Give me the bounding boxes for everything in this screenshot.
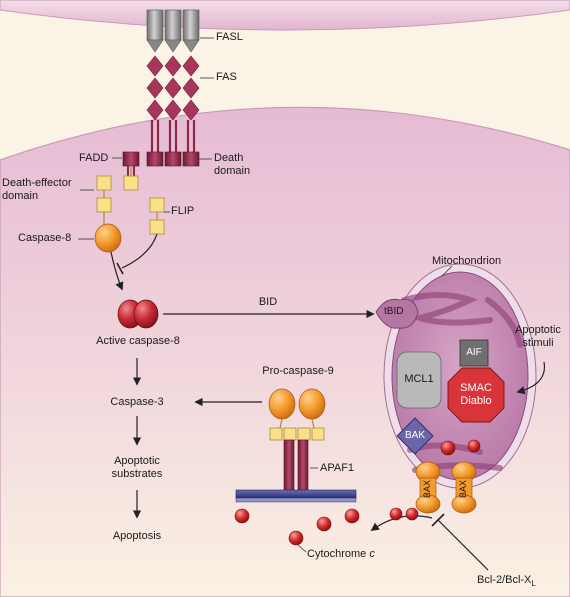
fas-stalks	[150, 120, 196, 152]
cytochrome-c-apoptosome	[234, 508, 360, 546]
fasl-trimer	[146, 9, 200, 53]
bcl2-inhibition-line	[437, 519, 489, 571]
label-pro-caspase-9: Pro-caspase-9	[262, 365, 334, 377]
label-fadd: FADD	[79, 152, 109, 164]
label-bax-right: BAX	[458, 479, 468, 498]
label-death-domain: Death domain	[214, 152, 251, 177]
cytochrome-c-mito	[440, 439, 481, 456]
smac-diablo	[447, 367, 505, 423]
caspase8-activation-arrow	[110, 251, 124, 291]
label-tbid: tBID	[384, 306, 404, 317]
death-domains	[122, 151, 200, 167]
label-death-effector-domain: Death-effector domain	[2, 177, 72, 202]
mcl1	[396, 351, 442, 409]
flip-inhibition-line	[121, 233, 158, 269]
label-cytochrome-c: Cytochrome c	[307, 548, 375, 560]
apaf1-card-domains	[269, 427, 325, 441]
label-aif: AIF	[466, 347, 482, 358]
cytochrome-c-released	[389, 507, 419, 521]
caspase-8-procaspase	[94, 223, 122, 253]
label-apoptotic-substrates: Apoptotic substrates	[111, 455, 163, 480]
label-fasl: FASL	[216, 31, 243, 43]
label-mitochondrion: Mitochondrion	[432, 255, 502, 267]
label-fas: FAS	[216, 71, 237, 83]
label-active-caspase-8: Active caspase-8	[96, 335, 180, 347]
aif	[459, 339, 489, 367]
flip-inhibition-bar	[116, 262, 124, 275]
label-mcl1: MCL1	[404, 373, 434, 385]
apoptotic-stimuli-arrow	[516, 361, 546, 395]
fadd-stalk	[127, 166, 135, 176]
label-caspase-3: Caspase-3	[110, 396, 164, 408]
apaf1	[235, 439, 357, 503]
bcl2-inhibition-bar	[431, 513, 445, 527]
effector-cell-membrane	[0, 0, 570, 31]
label-apoptotic-stimuli: Apoptotic stimuli	[515, 324, 561, 349]
tbid	[375, 298, 419, 329]
bax-left	[415, 461, 441, 514]
label-bax-left: BAX	[422, 479, 432, 498]
death-effector-domains	[96, 175, 165, 235]
cytc-leader	[297, 544, 307, 553]
bak	[396, 417, 434, 455]
fas-receptors	[146, 55, 200, 121]
active-caspase-8	[117, 299, 159, 329]
pro-caspase-9	[268, 388, 326, 420]
label-smac-diablo: SMAC Diablo	[460, 382, 492, 407]
domain-linkers	[103, 166, 158, 226]
label-apoptosis: Apoptosis	[112, 530, 162, 542]
mito-leader	[441, 265, 453, 277]
label-bcl2-bclxl: Bcl-2/Bcl-XL	[477, 574, 536, 589]
label-flip: FLIP	[171, 205, 195, 217]
bax-right	[451, 461, 477, 514]
label-apaf1: APAF1	[320, 462, 355, 474]
label-caspase-8: Caspase-8	[18, 232, 72, 244]
card-linkers	[279, 418, 315, 429]
label-bid: BID	[258, 296, 278, 308]
label-bak: BAK	[404, 430, 426, 441]
